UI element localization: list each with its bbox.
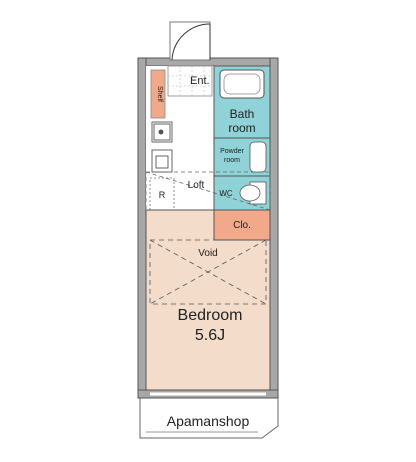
- void-area: [149, 239, 267, 305]
- wc-room: [213, 175, 271, 211]
- label-powder-line1: Powder: [220, 148, 244, 155]
- label-closet: Clo.: [233, 220, 251, 231]
- label-powder-line2: room: [224, 157, 240, 164]
- label-refrigerator: R: [159, 190, 166, 200]
- label-bedroom: Bedroom: [178, 307, 243, 324]
- label-bath-line2: room: [228, 121, 255, 135]
- watermark-logo: Apamanshop: [167, 413, 250, 429]
- label-bath-line1: Bath: [230, 107, 255, 121]
- entrance-tile: [167, 65, 213, 97]
- label-bedroom-size: 5.6J: [195, 327, 225, 344]
- closet-overlay: [213, 209, 271, 241]
- label-entrance: Ent.: [190, 75, 210, 87]
- entrance-door: [169, 21, 211, 61]
- label-shelf: Shelf: [156, 86, 163, 102]
- label-void: Void: [198, 248, 217, 259]
- stove: [151, 149, 173, 173]
- label-loft: Loft: [188, 180, 205, 191]
- label-wc: WC: [219, 189, 233, 198]
- balcony: [139, 392, 279, 439]
- shelf: [150, 69, 166, 119]
- powder-room: [213, 137, 271, 177]
- kitchen-sink: [151, 121, 173, 143]
- bathroom: [213, 65, 271, 139]
